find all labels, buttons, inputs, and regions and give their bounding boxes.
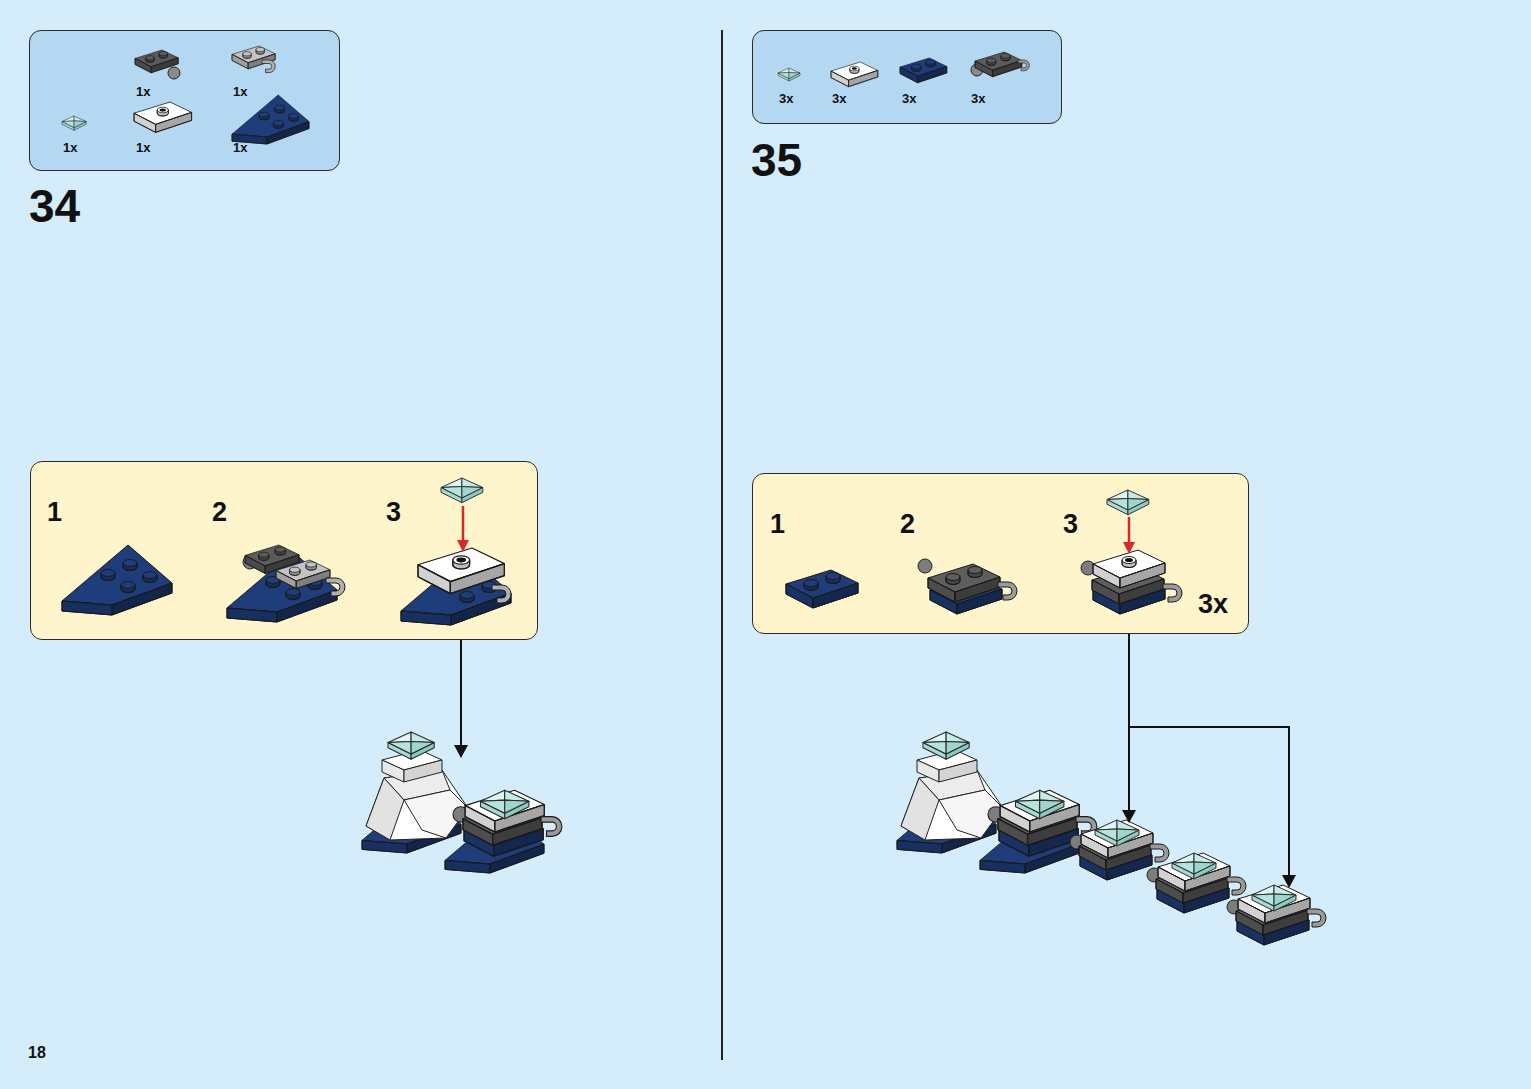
- part-count: 1x: [136, 141, 150, 155]
- substep-number: 1: [47, 498, 62, 528]
- step-number: 34: [29, 181, 80, 232]
- model-assembly: [362, 732, 562, 873]
- page-divider: [721, 30, 723, 1060]
- parts-panel: [29, 30, 340, 171]
- repeat-count: 3x: [1198, 590, 1228, 620]
- substep-panel: 1 2 3: [30, 461, 538, 640]
- parts-panel: [752, 30, 1062, 124]
- part-count: 1x: [63, 141, 77, 155]
- substep-number: 1: [770, 510, 785, 540]
- part-count: 3x: [902, 92, 916, 106]
- substep-illustration: [786, 490, 1182, 614]
- substep-panel: [30, 461, 538, 640]
- substep-panel: 1 2 3 3x: [752, 473, 1249, 634]
- model-assembly: [897, 732, 1326, 945]
- parts-list: [62, 46, 309, 144]
- arrow-head: [454, 745, 1296, 888]
- part-count: 1x: [233, 85, 247, 99]
- part-count: 3x: [779, 92, 793, 106]
- substep-number: 2: [900, 510, 915, 540]
- part-count: 1x: [136, 85, 150, 99]
- page-number: 18: [28, 1044, 46, 1062]
- substep-number: 2: [212, 498, 227, 528]
- substep-illustration: [62, 478, 511, 625]
- substep-number: 3: [386, 498, 401, 528]
- part-count: 3x: [971, 92, 985, 106]
- parts-list: [778, 52, 1029, 87]
- parts-panel: 1x 1x 1x 1x 1x: [29, 30, 340, 171]
- substep-number: 3: [1063, 510, 1078, 540]
- part-count: 1x: [233, 141, 247, 155]
- part-count: 3x: [832, 92, 846, 106]
- placement-arrow: [461, 634, 1289, 876]
- parts-panel: 3x 3x 3x 3x: [752, 30, 1062, 124]
- step-number: 35: [751, 135, 802, 186]
- substep-panel: [752, 473, 1249, 634]
